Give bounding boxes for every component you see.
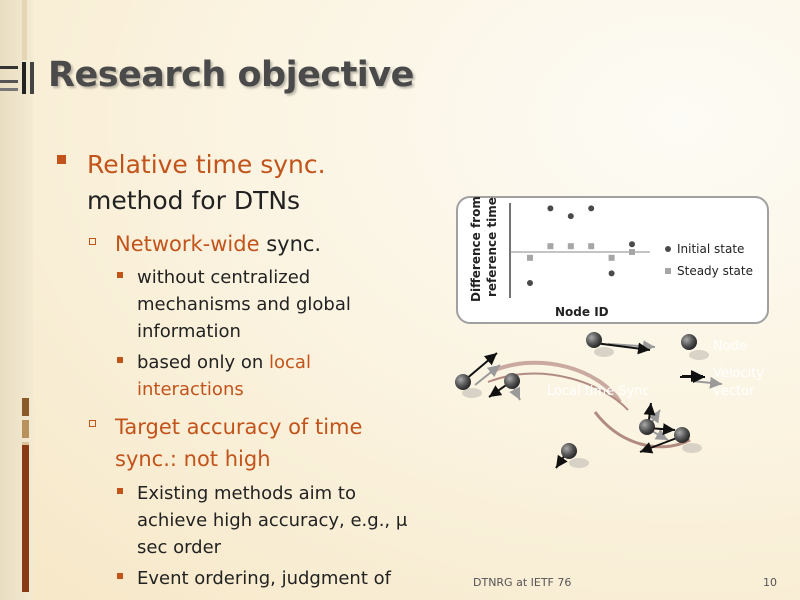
initial-state-point [608, 270, 615, 277]
bullet-text: interactions [137, 379, 244, 400]
steady-state-point [629, 249, 635, 255]
decor-block [22, 442, 29, 592]
velocity-arrow [464, 352, 498, 381]
decor-stripe [0, 66, 18, 69]
bullet-text: Network-wide [115, 232, 260, 256]
node-shadow [594, 347, 614, 357]
bullet-text: without centralized [137, 267, 311, 288]
bullet-l2: Target accuracy of time sync.: not high [115, 411, 362, 475]
bullet-marker [89, 420, 96, 427]
initial-state-point [588, 205, 595, 212]
bullet-l3: without centralized mechanisms and globa… [137, 264, 351, 345]
initial-state-point [567, 213, 574, 220]
node [586, 332, 602, 348]
decor-block [22, 398, 29, 416]
bullet-text: information [137, 321, 241, 342]
node-legend-label: Node [713, 339, 747, 354]
steady-state-point [608, 254, 615, 261]
legend-steady-label: Steady state [677, 264, 753, 278]
node [504, 373, 520, 389]
bullet-text: sync.: not high [115, 447, 271, 471]
bullet-l3: Existing methods aim to achieve high acc… [137, 480, 407, 561]
bullet-text: based only on [137, 352, 269, 373]
node [681, 334, 697, 350]
bullet-text: local [269, 352, 311, 373]
bullet-text: sync. [259, 232, 322, 256]
velocity-arrow [474, 364, 501, 386]
decor-stripe [0, 80, 18, 83]
node [455, 374, 471, 390]
decor-stripe [22, 0, 27, 60]
velocity-legend-label: Velocity [713, 366, 764, 381]
slide-number: 10 [763, 576, 777, 589]
bullet-text: Event ordering, judgment of [137, 568, 391, 589]
chart-xlabel: Node ID [555, 305, 609, 319]
bullet-l1: Relative time sync. method for DTNs [87, 147, 326, 219]
bullet-text: Existing methods aim to [137, 483, 356, 504]
bullet-l3: based only on local interactions [137, 349, 311, 403]
initial-state-point [527, 280, 533, 287]
node-shadow [689, 350, 709, 360]
bullet-l3: Event ordering, judgment of [137, 565, 391, 592]
steady-state-point [527, 254, 533, 261]
bullet-marker [117, 357, 123, 363]
bullet-l2: Network-wide sync. [115, 228, 321, 260]
decor-block [22, 442, 29, 445]
decor-stripe [0, 88, 18, 91]
velocity-arrow [594, 342, 651, 355]
bullet-text: mechanisms and global [137, 294, 351, 315]
node-shadow [462, 388, 482, 398]
initial-state-point [629, 241, 635, 248]
legend-initial-marker [665, 246, 671, 252]
bullet-text: Relative time sync. [87, 150, 326, 179]
node [674, 427, 690, 443]
bullet-text: method for DTNs [87, 186, 301, 215]
legend-steady-marker [665, 268, 671, 274]
chart-ylabel-line1: Difference from [469, 196, 483, 302]
bullet-marker [117, 272, 123, 278]
bullet-text: achieve high accuracy, e.g., μ [137, 510, 408, 531]
initial-state-point [547, 205, 554, 212]
chart-points [527, 205, 635, 287]
velocity-legend-label: vector [713, 384, 755, 399]
steady-state-point [567, 243, 574, 250]
legend-initial-label: Initial state [677, 242, 744, 256]
bullet-marker [117, 573, 123, 579]
steady-state-point [547, 243, 554, 250]
node-shadow [569, 458, 589, 468]
local-sync-label: Local time Sync [547, 384, 650, 399]
sync-trail [489, 360, 622, 404]
bullet-marker [89, 238, 96, 245]
bullet-marker [57, 155, 66, 164]
decor-block [22, 420, 29, 438]
bullet-text: Target accuracy of time [115, 415, 363, 439]
chart-ylabel-line2: reference time [485, 197, 499, 297]
decor-stripe [30, 62, 34, 94]
bullet-text: sec order [137, 537, 222, 558]
slide-title: Research objective [48, 55, 414, 95]
decor-stripe [22, 62, 26, 94]
steady-state-point [588, 243, 595, 250]
node [639, 419, 655, 435]
node-shadow [682, 443, 702, 453]
footer-event: DTNRG at IETF 76 [473, 576, 572, 589]
node [561, 443, 577, 459]
bullet-marker [117, 488, 123, 494]
